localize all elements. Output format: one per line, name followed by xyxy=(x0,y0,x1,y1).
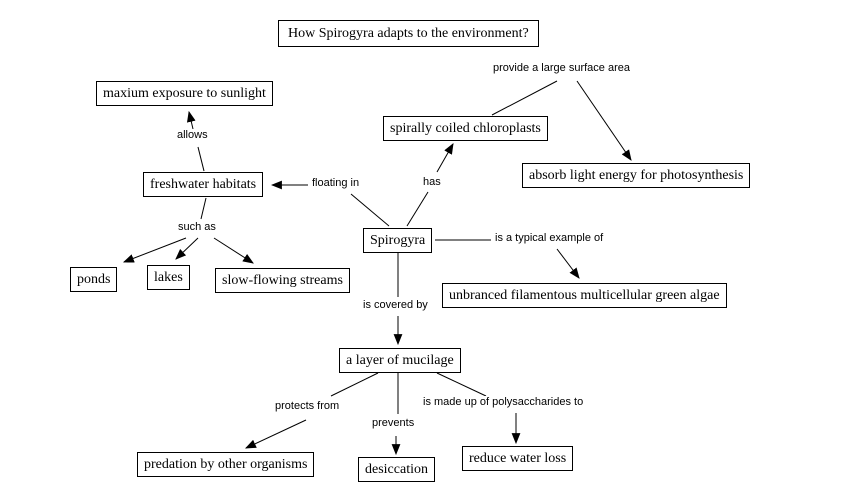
edge-suchas-streams xyxy=(213,237,254,264)
edge-typical-unbranced xyxy=(556,248,580,279)
edge-protects-predation xyxy=(245,419,307,449)
link-label-such-as: such as xyxy=(178,221,216,234)
link-label-protects-from: protects from xyxy=(275,400,340,413)
edge-spirally-provide xyxy=(491,80,558,116)
node-spirogyra: Spirogyra xyxy=(363,228,433,253)
edge-suchas-lakes xyxy=(175,237,199,260)
edge-mucilage-protects xyxy=(330,372,379,397)
node-ponds: ponds xyxy=(70,267,118,292)
edge-spirogyra-has xyxy=(406,191,429,227)
node-reduce-water-loss: reduce water loss xyxy=(462,446,574,471)
link-label-made-up-of: is made up of polysaccharides to xyxy=(423,396,584,409)
node-layer-of-mucilage: a layer of mucilage xyxy=(339,348,461,373)
link-label-typical-example: is a typical example of xyxy=(495,232,604,245)
edge-provide-absorb xyxy=(576,80,632,161)
edge-allows-maxium xyxy=(186,110,196,130)
edge-freshwater-suchas xyxy=(200,197,207,220)
node-title: How Spirogyra adapts to the environment? xyxy=(278,20,539,47)
node-maxium-exposure: maxium exposure to sunlight xyxy=(96,81,273,106)
edge-suchas-ponds xyxy=(122,237,187,263)
link-label-provide-surface-area: provide a large surface area xyxy=(493,62,630,75)
node-spirally-coiled-chloroplasts: spirally coiled chloroplasts xyxy=(383,116,548,141)
edge-spirogyra-floating xyxy=(350,193,390,227)
node-freshwater-habitats: freshwater habitats xyxy=(143,172,264,197)
link-label-prevents: prevents xyxy=(372,417,415,430)
node-absorb-light-energy: absorb light energy for photosynthesis xyxy=(522,163,751,188)
node-unbranced-algae: unbranced filamentous multicellular gree… xyxy=(442,283,727,308)
node-lakes: lakes xyxy=(147,265,190,290)
node-predation: predation by other organisms xyxy=(137,452,315,477)
link-label-floating-in: floating in xyxy=(312,177,360,190)
edge-has-spirally xyxy=(436,143,454,173)
node-desiccation: desiccation xyxy=(358,457,435,482)
edge-mucilage-madeup xyxy=(436,372,487,397)
node-slow-flowing-streams: slow-flowing streams xyxy=(215,268,350,293)
link-label-allows: allows xyxy=(177,129,208,142)
edge-freshwater-allows xyxy=(197,146,205,172)
link-label-has: has xyxy=(423,176,441,189)
link-label-is-covered-by: is covered by xyxy=(363,299,428,312)
